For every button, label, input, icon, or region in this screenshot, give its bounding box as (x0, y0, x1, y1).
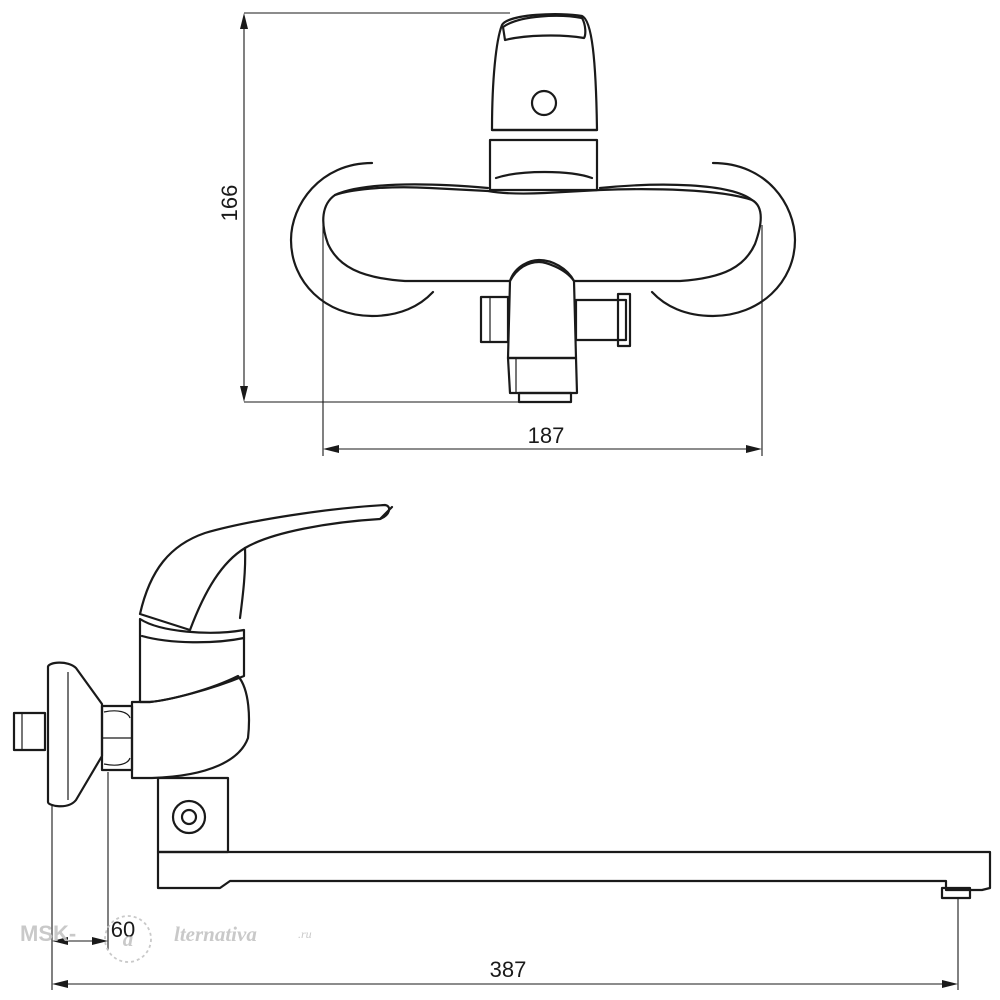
body-top-shoulder-right (598, 183, 754, 202)
outlet-nut (506, 356, 579, 395)
lever-tip (501, 14, 587, 42)
wall-connector (12, 711, 47, 752)
side-lever-tip (378, 505, 394, 521)
hex-nut-chamfer (103, 710, 131, 766)
spout (156, 850, 992, 892)
diverter-block (506, 258, 578, 360)
diverter-left-knob (479, 295, 510, 344)
handle-screw-hole (530, 89, 558, 117)
faucet-body (322, 186, 762, 283)
side-lever (138, 503, 391, 632)
diverter-right-knob-cap (616, 292, 632, 348)
watermark-prefix: MSK- (20, 921, 76, 946)
side-lever-edge (238, 546, 247, 620)
wall-flange-profile (46, 661, 104, 808)
outlet-tip (517, 391, 573, 404)
watermark-suffix: lternativa (174, 922, 257, 946)
watermark-circle (104, 915, 152, 963)
watermark-script-letter: a (123, 927, 134, 951)
watermark-logo: MSK- a lternativa .ru (20, 915, 312, 963)
lever-handle (490, 13, 599, 132)
dimension-offset-label: 60 (111, 917, 135, 942)
collar-ring (494, 170, 594, 180)
left-wall-flange (289, 161, 435, 318)
dimension-length-label: 387 (490, 957, 527, 982)
mount-screw-inner (180, 808, 198, 826)
dimension-height: 166 (217, 12, 520, 403)
dimension-length: 387 (52, 898, 959, 990)
spout-aerator (940, 886, 972, 900)
cartridge-collar (488, 138, 599, 192)
dimension-width-label: 187 (528, 423, 565, 448)
front-view (289, 13, 797, 404)
dimension-offset: 60 (51, 772, 135, 990)
side-body-upper (138, 617, 246, 704)
dimension-height-label: 166 (217, 185, 242, 222)
side-view (12, 503, 992, 900)
side-body-ring (140, 634, 246, 644)
right-wall-flange (650, 161, 797, 318)
dimension-width: 187 (322, 225, 763, 456)
watermark-domain: .ru (298, 927, 312, 941)
body-top-shoulder-left (333, 183, 490, 197)
side-body (130, 674, 251, 780)
lower-mount (156, 776, 230, 854)
mount-screw-outer (171, 799, 207, 835)
diverter-right-knob (574, 298, 628, 342)
